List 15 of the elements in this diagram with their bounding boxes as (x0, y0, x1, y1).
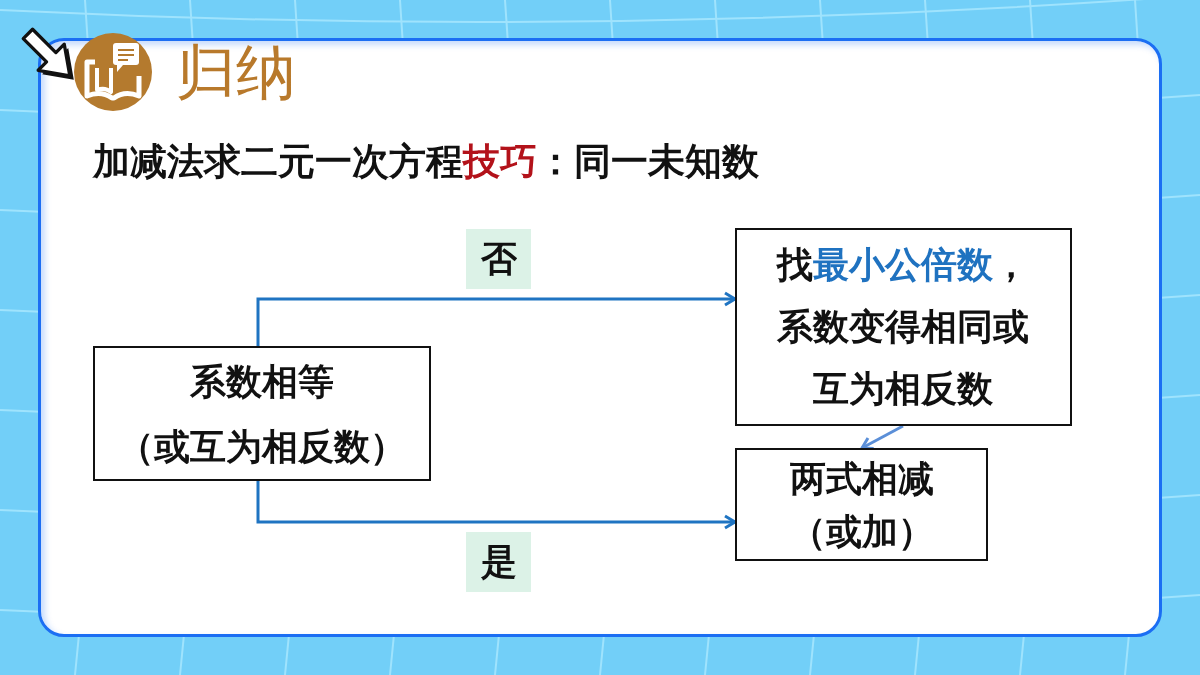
arrow (256, 291, 737, 346)
node-text: 两式相减 (789, 456, 934, 501)
edge-label: 是 (466, 532, 531, 592)
arrow (256, 481, 737, 530)
node-text: （或互为相反数） (118, 424, 406, 469)
node-text: 系数相等 (190, 359, 334, 404)
heading-text: 加减法求二元一次方程技巧：同一未知数 (93, 140, 759, 184)
arrow (860, 424, 904, 451)
process-box (735, 228, 1072, 426)
process-box (93, 346, 431, 481)
node-text: （或加） (789, 509, 934, 554)
edge-label: 否 (466, 229, 531, 289)
node-text: 找最小公倍数，系数变得相同或互为相反数 (775, 243, 1031, 411)
process-box (735, 448, 988, 561)
title: 归纳 (176, 36, 296, 108)
